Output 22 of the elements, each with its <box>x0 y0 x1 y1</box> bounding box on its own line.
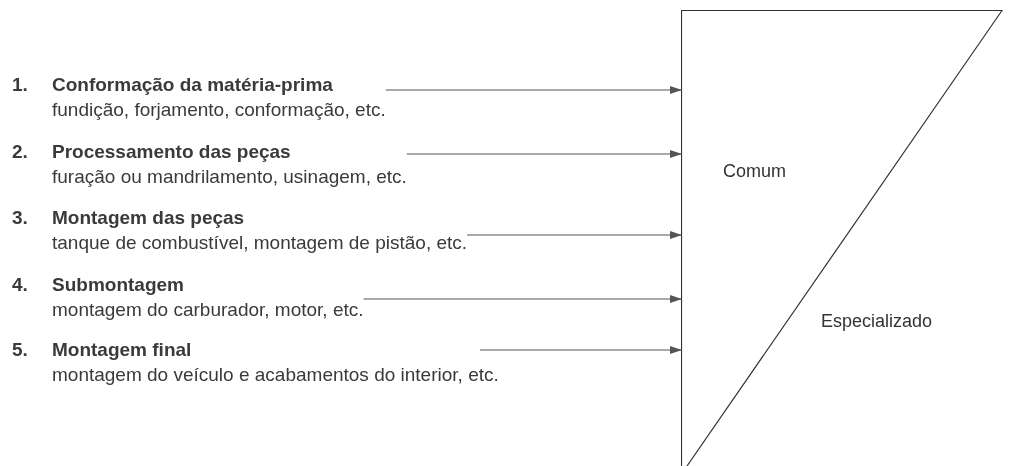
item-heading: Montagem das peças <box>52 206 245 230</box>
region-label: Comum <box>723 160 786 183</box>
arrow <box>466 231 682 239</box>
item-heading: Conformação da matéria-prima <box>52 73 333 97</box>
item-description: furação ou mandrilamento, usinagem, etc. <box>52 165 407 189</box>
item-number: 3. <box>12 206 29 230</box>
item-description: tanque de combustível, montagem de pistão, etc. <box>52 231 468 255</box>
arrow <box>406 150 682 158</box>
item-heading: Montagem final <box>52 338 192 362</box>
item-number: 2. <box>12 140 29 164</box>
item-number: 4. <box>12 273 29 297</box>
item-heading: Submontagem <box>52 273 184 297</box>
region-label: Especializado <box>821 310 933 333</box>
item-number: 5. <box>12 338 29 362</box>
item-description: montagem do veículo e acabamentos do interior, etc. <box>52 363 499 387</box>
arrow <box>385 86 682 94</box>
arrow <box>479 346 682 354</box>
item-description: fundição, forjamento, conformação, etc. <box>52 98 386 122</box>
item-heading: Processamento das peças <box>52 140 291 164</box>
item-number: 1. <box>12 73 29 97</box>
arrow <box>363 295 682 303</box>
item-description: montagem do carburador, motor, etc. <box>52 298 364 322</box>
